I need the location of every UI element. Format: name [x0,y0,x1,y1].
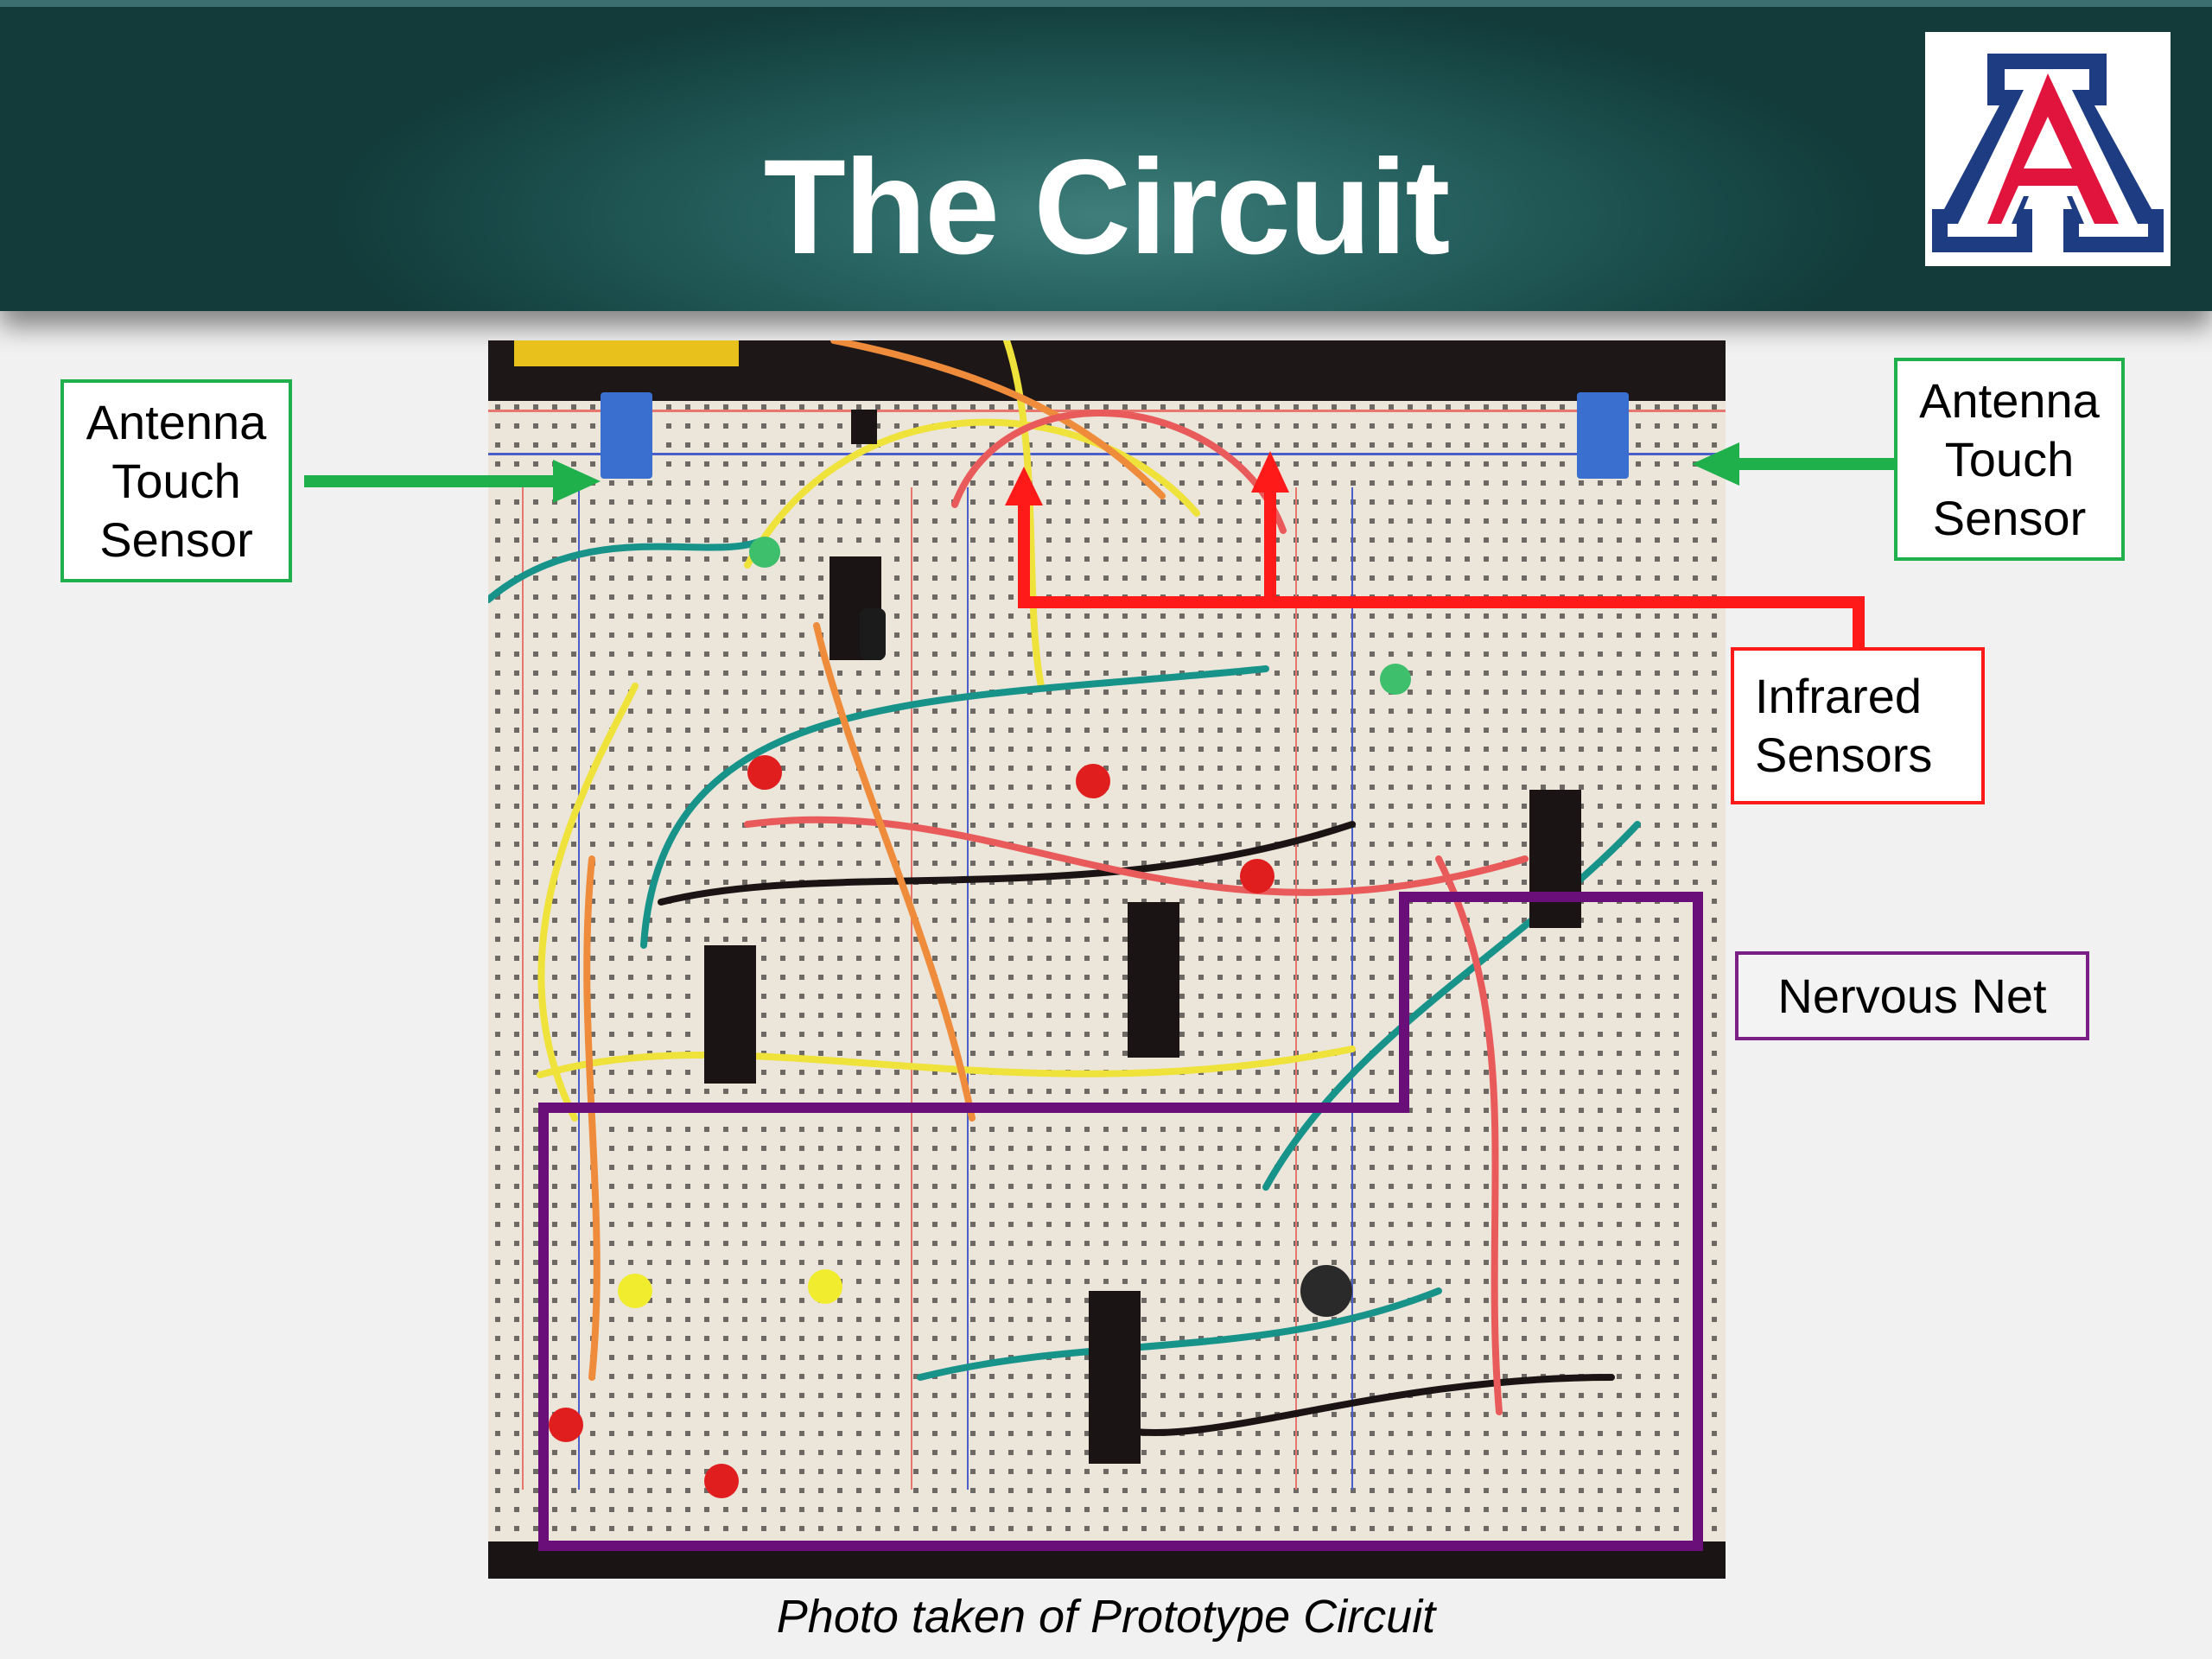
photo-caption: Photo taken of Prototype Circuit [776,1591,1436,1643]
label-line: Sensor [99,512,253,567]
university-logo [1925,32,2171,266]
prototype-circuit-photo [488,340,1726,1579]
label-line: Touch [1944,431,2075,486]
label-line: Infrared [1755,669,1922,723]
antenna-touch-sensor-label-left: Antenna Touch Sensor [60,379,292,582]
antenna-touch-sensor-label-right: Antenna Touch Sensor [1894,358,2125,561]
slide-header: The Circuit [0,0,2212,311]
label-line: Antenna [1919,372,2100,428]
label-line: Sensor [1932,490,2087,545]
slide-title: The Circuit [763,132,1451,283]
nervous-net-label: Nervous Net [1735,951,2089,1040]
a-logo-icon [1932,54,2164,252]
infrared-sensors-label: Infrared Sensors [1731,647,1985,804]
label-line: Sensors [1755,728,1933,782]
label-line: Antenna [86,394,267,449]
label-text: Nervous Net [1777,968,2047,1023]
label-line: Touch [111,453,241,508]
